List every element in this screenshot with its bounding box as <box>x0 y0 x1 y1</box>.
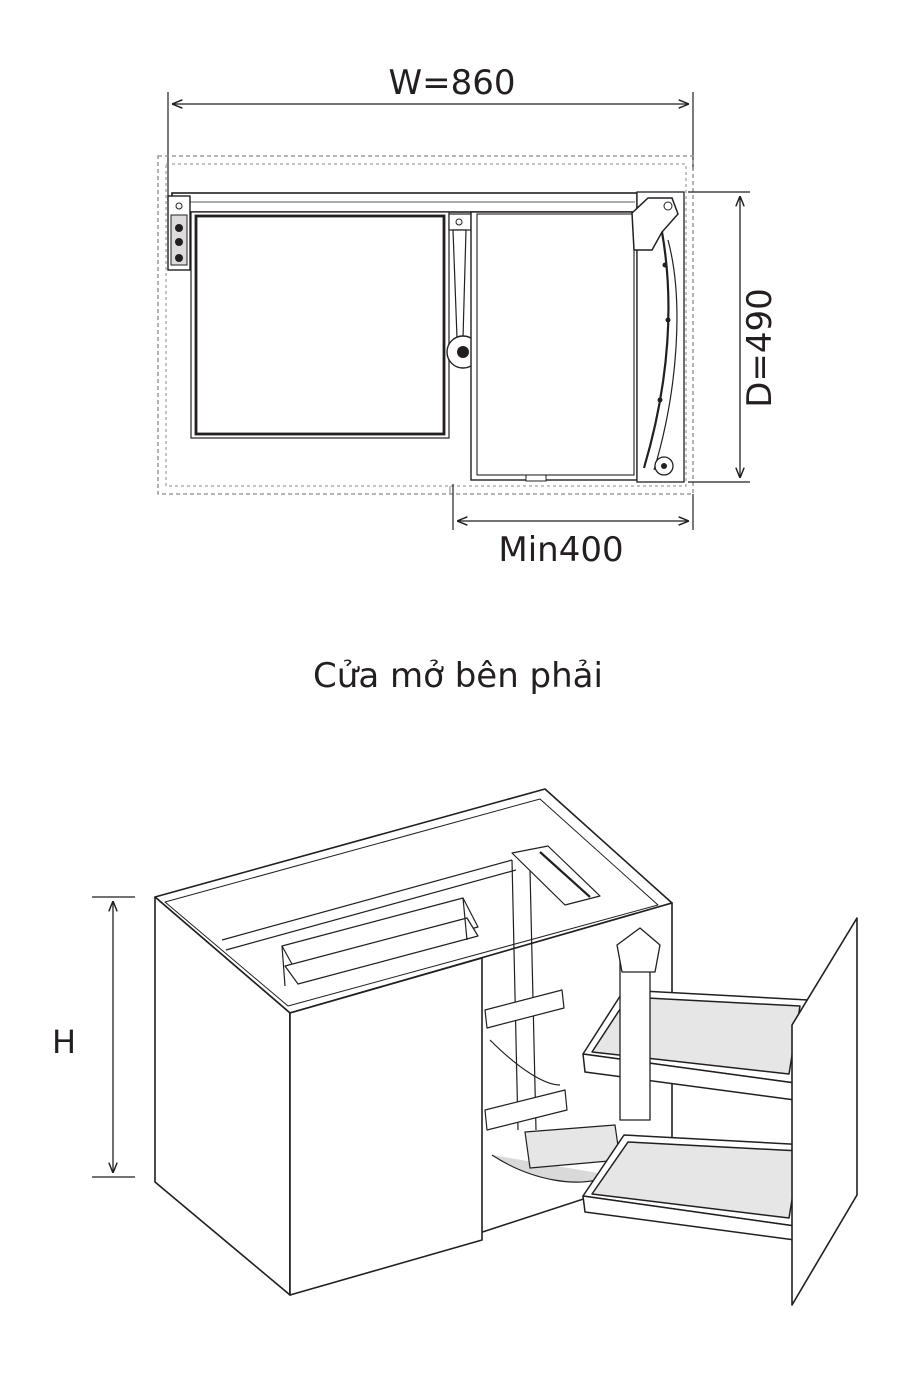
plan-view: W=860 <box>157 63 780 570</box>
iso-view: H <box>52 788 858 1306</box>
swing-out-lower-basket <box>582 1134 809 1241</box>
left-door-panel <box>289 957 483 1296</box>
right-guide-arm <box>631 191 685 483</box>
caption: Cửa mở bên phải <box>313 656 603 696</box>
width-dimension: W=860 <box>167 63 694 200</box>
right-frame-column <box>616 927 661 1121</box>
left-hinge-bracket <box>167 195 191 271</box>
height-label: H <box>52 1023 76 1061</box>
height-dimension: H <box>52 896 135 1178</box>
left-basket <box>190 211 450 439</box>
min-opening-dimension: Min400 <box>452 484 694 570</box>
min-label: Min400 <box>498 530 623 570</box>
width-label: W=860 <box>388 63 515 103</box>
right-basket <box>470 211 638 482</box>
depth-dimension: D=490 <box>688 191 780 483</box>
cabinet-outline <box>157 155 694 495</box>
right-door-panel <box>791 917 858 1306</box>
top-rail <box>171 192 638 213</box>
middle-baskets <box>484 989 621 1183</box>
inner-left-basket <box>281 897 479 987</box>
depth-label: D=490 <box>740 288 780 408</box>
